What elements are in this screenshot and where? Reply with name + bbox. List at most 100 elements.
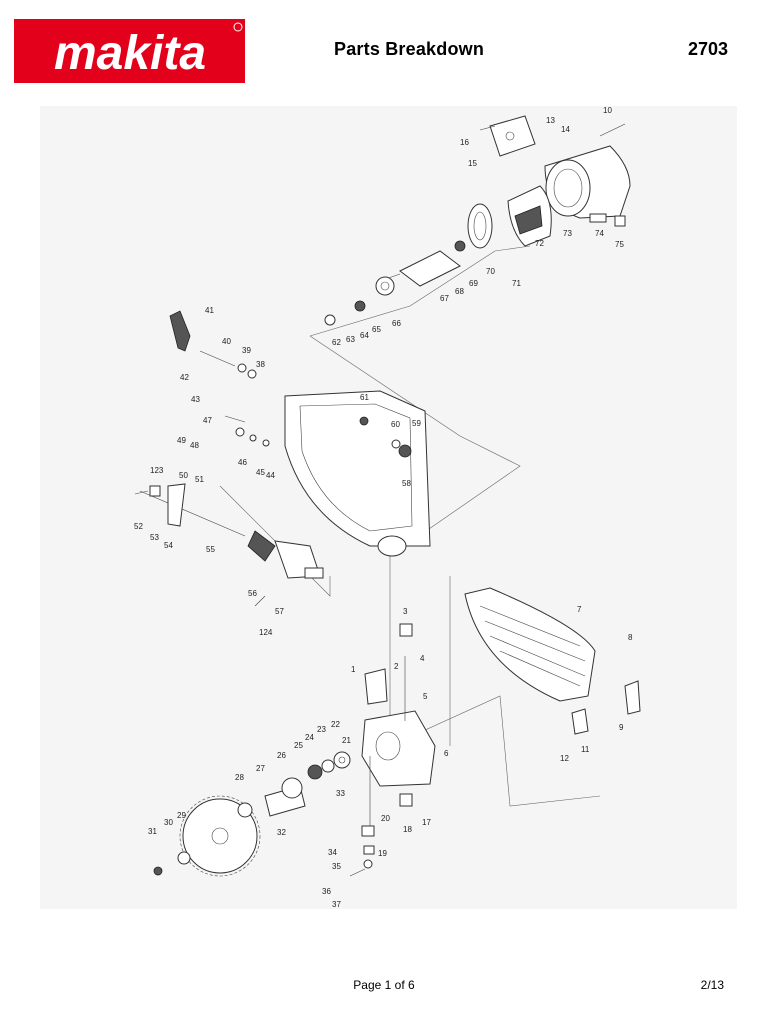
small-parts-left: [134, 415, 412, 527]
callout-label: 59: [412, 419, 421, 428]
callout-label: 124: [259, 628, 273, 637]
long-shaft: [139, 490, 246, 537]
plate-hole: [505, 131, 515, 141]
callout-label: 30: [164, 818, 173, 827]
callout-label: 27: [256, 764, 265, 773]
connection-line: [309, 335, 521, 557]
case-boss: [377, 535, 407, 557]
blade-disc: [182, 798, 258, 874]
callout-label: 64: [360, 331, 369, 340]
callout-label: 72: [535, 239, 544, 248]
connection-line: [389, 556, 601, 807]
outer-flange: [177, 851, 191, 865]
callout-label: 75: [615, 240, 624, 249]
coil-winding: [514, 205, 543, 235]
logo-background: [14, 19, 245, 83]
callout-label: 18: [403, 825, 412, 834]
callout-label: 60: [391, 420, 400, 429]
callout-label: 48: [190, 441, 199, 450]
callout-label: 24: [305, 733, 314, 742]
pin: [134, 490, 149, 495]
callout-label: 31: [148, 827, 157, 836]
gear-hub: [338, 756, 346, 764]
callout-label: 4: [420, 654, 425, 663]
rod-block: [361, 825, 375, 837]
lever: [169, 310, 257, 379]
callout-label: 73: [563, 229, 572, 238]
callout-label: 49: [177, 436, 186, 445]
callout-label: 29: [177, 811, 186, 820]
bearing-retainer: [281, 777, 303, 799]
callout-label: 57: [275, 607, 284, 616]
callout-label: 61: [360, 393, 369, 402]
blade-guard: [464, 587, 641, 735]
bearing: [454, 240, 466, 252]
callout-label: 9: [619, 723, 624, 732]
armature-core: [399, 250, 461, 287]
armature: [375, 240, 466, 296]
washer: [249, 434, 257, 442]
pivot-block: [399, 793, 413, 807]
connection-line: [309, 245, 531, 337]
screw-cap: [589, 213, 607, 223]
callout-label: 53: [150, 533, 159, 542]
link: [224, 415, 246, 423]
gear-case: [284, 390, 431, 557]
callout-label: 39: [242, 346, 251, 355]
nut: [363, 859, 373, 869]
arbor-nut: [153, 866, 163, 876]
brush-plate: [489, 115, 536, 157]
callout-label: 32: [277, 828, 286, 837]
bearing: [354, 300, 366, 312]
screw: [349, 868, 366, 877]
callout-label: 3: [403, 607, 408, 616]
knob: [614, 215, 626, 227]
guard-clip: [571, 708, 589, 735]
callout-label: 40: [222, 337, 231, 346]
callout-label: 7: [577, 605, 582, 614]
case-body: [284, 390, 431, 547]
callout-label: 54: [164, 541, 173, 550]
callout-label: 52: [134, 522, 143, 531]
screw: [599, 123, 626, 137]
callout-label: 63: [346, 335, 355, 344]
callout-label: 47: [203, 416, 212, 425]
bracket: [167, 483, 186, 527]
rod-block: [363, 845, 375, 855]
washer: [324, 314, 336, 326]
callout-label: 55: [206, 545, 215, 554]
washer: [391, 439, 401, 449]
callout-label: 6: [444, 749, 449, 758]
callout-label: 56: [248, 589, 257, 598]
guard-bracket: [624, 680, 641, 715]
registered-mark: [233, 22, 243, 32]
gear: [333, 751, 351, 769]
callout-label: 42: [180, 373, 189, 382]
lever-handle: [169, 310, 191, 352]
spacer: [321, 759, 335, 773]
callout-label: 17: [422, 818, 431, 827]
lever-shaft: [199, 350, 236, 367]
sheet-number: 2/13: [700, 978, 724, 992]
callout-label: 123: [150, 466, 164, 475]
gear-hub: [380, 281, 390, 291]
callout-label: 62: [332, 338, 341, 347]
exploded-parts-diagram: 1 2 3 4 5 6 7 8 9 10 11 12 13 14 15 16 1…: [134, 106, 641, 909]
callout-label: 23: [317, 725, 326, 734]
callout-label: 74: [595, 229, 604, 238]
callout-label: 71: [512, 279, 521, 288]
callout-label: 46: [238, 458, 247, 467]
shaft-end: [304, 567, 324, 579]
makita-logo: makita: [14, 19, 245, 83]
blade-teeth: [179, 795, 261, 877]
bracket: [364, 668, 388, 705]
callout-label: 34: [328, 848, 337, 857]
ring-inner: [473, 211, 487, 241]
model-number: 2703: [687, 39, 728, 59]
bearing: [307, 764, 323, 780]
field-coil: [507, 185, 552, 247]
logo-wordmark: makita: [54, 27, 206, 80]
guard-ribs: [479, 605, 586, 687]
callout-label: 10: [603, 106, 612, 115]
callout-label: 65: [372, 325, 381, 334]
